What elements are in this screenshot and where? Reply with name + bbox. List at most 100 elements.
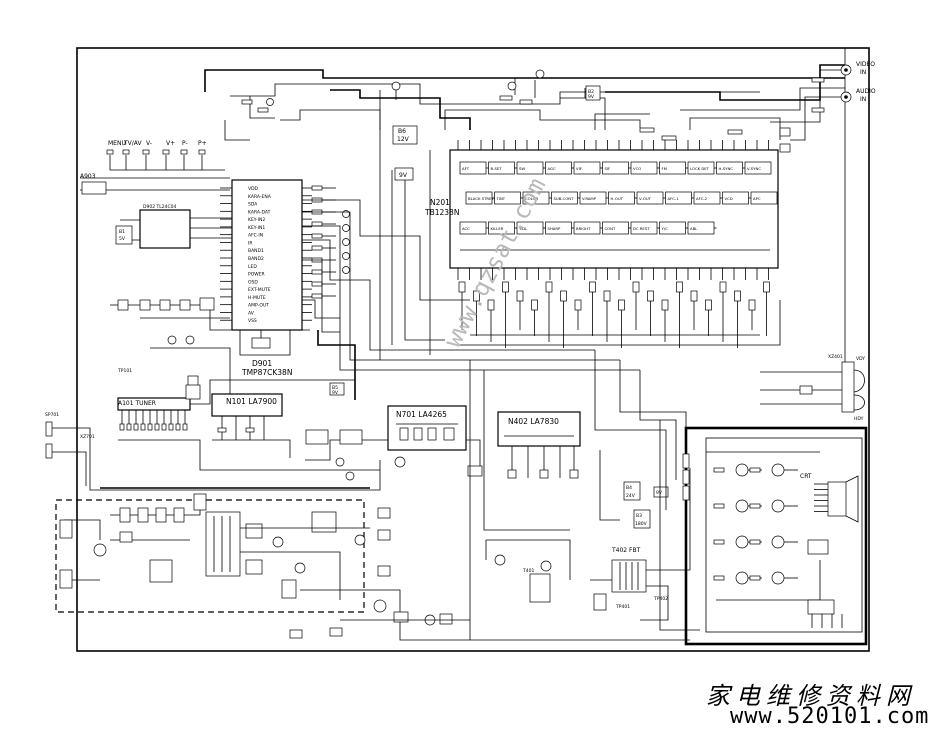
d901-pin-label: AFC-IN — [248, 233, 263, 239]
svg-text:TMP87CK38N: TMP87CK38N — [241, 368, 292, 377]
svg-text:9V: 9V — [399, 172, 408, 179]
n201-block-label: V-SYNC — [747, 166, 761, 171]
svg-text:CRT: CRT — [800, 473, 812, 480]
crt-transistor — [735, 463, 749, 477]
n201-block-label: VCO — [633, 166, 641, 171]
supply-9v-mid: 9V — [653, 486, 669, 498]
mcu-crystal — [239, 330, 291, 356]
svg-text:9V: 9V — [332, 390, 339, 396]
svg-text:B1: B1 — [119, 229, 125, 235]
svg-text:A101 TUNER: A101 TUNER — [118, 400, 156, 407]
svg-text:MENU: MENU — [108, 140, 126, 147]
n201-block-label: H-OUT — [611, 196, 624, 201]
svg-text:D902 TL24C04: D902 TL24C04 — [143, 204, 176, 210]
ic-n402: N402 LA7830 — [497, 411, 581, 479]
supply-b1: B1 5V — [115, 225, 133, 245]
bottom-routing — [469, 360, 700, 641]
n201-block-label: BLACK STRETCH — [468, 196, 499, 201]
crt-feeders — [594, 350, 690, 510]
n201-block-label: COLOR — [525, 196, 539, 201]
supply-b4: B4 24V — [623, 481, 641, 501]
n201-bottom-network — [458, 281, 781, 348]
xz401-connector: XZ401 VDY HDY — [760, 354, 865, 422]
d901-pin-label: POWER — [248, 272, 265, 278]
svg-text:VIDEO: VIDEO — [856, 61, 875, 68]
svg-text:B6: B6 — [398, 128, 406, 135]
ic-n701: N701 LA4265 — [305, 405, 483, 477]
n201-block-label: DC REST — [633, 226, 650, 231]
svg-text:N402 LA7830: N402 LA7830 — [508, 417, 559, 426]
mcu-d901: VDDKARA-ENASDAKARA-DATKEY-IN2KEY-IN1AFC-… — [220, 179, 312, 377]
svg-text:HDY: HDY — [854, 416, 864, 422]
n201-block-label: Y/C — [662, 226, 669, 231]
svg-text:24V: 24V — [626, 493, 636, 499]
crt-transistor — [771, 463, 785, 477]
svg-text:T401: T401 — [522, 568, 534, 574]
svg-text:B3: B3 — [636, 513, 642, 519]
n201-block-label: V.RAMP — [582, 196, 597, 201]
n201-block-label: VCD — [725, 196, 733, 201]
tuner-a101: A101 TUNER — [117, 375, 380, 471]
site-url: www.520101.com — [730, 704, 930, 729]
svg-text:180V: 180V — [635, 521, 648, 527]
svg-text:TP401: TP401 — [615, 604, 630, 610]
d901-pin-label: OSD — [248, 279, 258, 285]
n201-block-label: B-SET — [491, 166, 503, 171]
svg-text:B2: B2 — [588, 89, 594, 95]
power-supply-block — [55, 487, 470, 641]
supply-b5: B5 9V — [329, 382, 345, 396]
crt-transistor — [735, 535, 749, 549]
n201-block-label: AFC-2 — [696, 196, 708, 201]
d901-pin-label: VDD — [248, 186, 259, 192]
n201-block-label: TINT — [496, 196, 506, 201]
svg-text:TV/AV: TV/AV — [123, 140, 143, 147]
av-inputs: VIDEO IN AUDIO IN — [770, 61, 876, 153]
n201-block-label: KILLER — [491, 226, 504, 231]
crt-transistor — [735, 499, 749, 513]
supply-b3: B3 180V — [633, 509, 651, 529]
svg-text:V+: V+ — [166, 140, 175, 147]
n201-block-label: ACC — [462, 226, 470, 231]
n201-block-label: H-SYNC — [719, 166, 734, 171]
n201-block-label: FM — [662, 166, 667, 171]
keypad-row: MENU TV/AV V- V+ P- P+ — [80, 140, 230, 191]
n201-block-label: VIF — [576, 166, 582, 171]
remote-receiver — [81, 181, 107, 195]
crt-transistor — [771, 499, 785, 513]
svg-text:N701 LA4265: N701 LA4265 — [396, 410, 447, 419]
n201-block-label: V-OUT — [639, 196, 652, 201]
n701-left-parts — [305, 429, 363, 481]
n201-block-label: APC — [753, 196, 761, 201]
svg-text:12V: 12V — [397, 136, 410, 143]
n201-block — [750, 191, 778, 205]
mcu-right-resistors — [311, 185, 350, 299]
n201-block-label: Y-DL — [519, 226, 528, 231]
crt-transistor — [771, 535, 785, 549]
svg-text:V-: V- — [146, 140, 152, 147]
d901-pin-label: SDA — [248, 202, 258, 208]
supply-b2: B2 9V — [585, 85, 601, 101]
n201-block-label: SIF — [605, 166, 611, 171]
n201-block-label: AGC — [548, 166, 556, 171]
svg-text:AUDIO: AUDIO — [856, 88, 876, 95]
board-frame — [76, 47, 870, 652]
svg-text:VDY: VDY — [856, 356, 865, 362]
mid-left-network — [110, 297, 310, 400]
svg-text:B4: B4 — [626, 485, 632, 491]
svg-text:P+: P+ — [198, 140, 207, 147]
d901-pin-label: H-MUTE — [248, 295, 266, 301]
n201-block-label: SW — [519, 166, 525, 171]
svg-text:P-: P- — [182, 140, 188, 147]
supply-b6: B6 12V — [392, 125, 418, 145]
n201-block-label: LOCK DET — [690, 166, 710, 171]
top-components — [241, 69, 743, 141]
svg-text:IN: IN — [860, 69, 866, 76]
n201-block-label: ABL — [690, 226, 698, 231]
n201-block-label: BRIGHT — [576, 226, 591, 231]
n201-block-label: SUB-CONT — [554, 196, 575, 201]
svg-text:TB1238N: TB1238N — [424, 208, 459, 217]
crt-transistor — [771, 571, 785, 585]
n201-block — [744, 161, 772, 175]
